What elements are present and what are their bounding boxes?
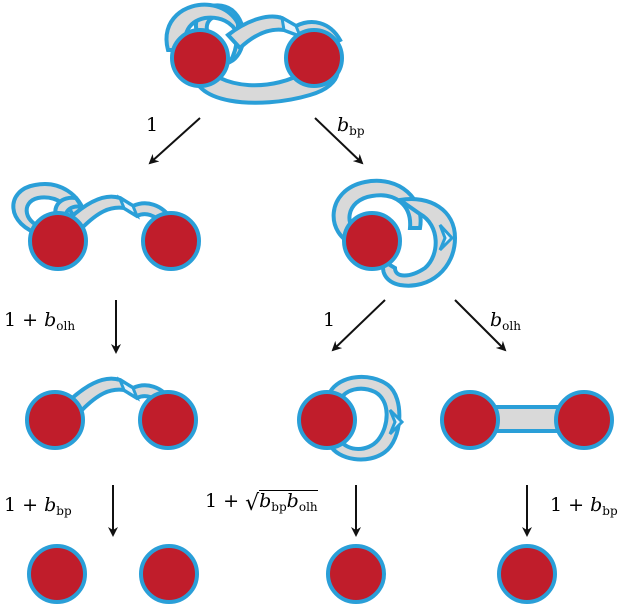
mid-left-structure	[11, 182, 201, 271]
mid-left-bead-right	[141, 211, 201, 271]
mid-right-structure	[331, 178, 458, 288]
top-bead-right	[284, 28, 344, 88]
label-mid-center-text: 1	[323, 309, 336, 331]
label-bottom-center-var2: b	[286, 490, 299, 512]
label-mid-left: 1 + bolh	[4, 309, 76, 333]
label-bottom-left-var: b	[44, 494, 57, 516]
mid-left-bead-left	[28, 211, 88, 271]
label-bottom-center: 1 + √bbpbolh	[205, 490, 318, 516]
label-bottom-right-prefix: 1 +	[550, 494, 591, 516]
label-bottom-center-var1: b	[259, 490, 272, 512]
sqrt-radicand: bbpbolh	[259, 490, 318, 513]
arrow-top-left	[148, 117, 201, 165]
label-mid-left-prefix: 1 +	[4, 309, 45, 331]
bottom-bead-3	[326, 544, 386, 604]
arrow-mid-right	[454, 299, 507, 352]
label-top-right-sub: bp	[349, 124, 365, 138]
label-bottom-center-sub2: olh	[298, 500, 318, 514]
lower-right-bead-left	[440, 390, 500, 450]
lower-right-structure	[440, 390, 614, 450]
top-bead-left	[170, 28, 230, 88]
label-mid-right-var: b	[490, 309, 503, 331]
label-top-left-text: 1	[146, 114, 159, 136]
label-top-right: bbp	[337, 114, 365, 138]
sqrt-symbol: √	[245, 491, 260, 516]
label-bottom-left: 1 + bbp	[4, 494, 72, 518]
lower-center-structure	[297, 374, 405, 462]
mid-right-back-loop	[381, 197, 458, 288]
lower-right-bead-right	[554, 390, 614, 450]
label-bottom-right-var: b	[590, 494, 603, 516]
bottom-bead-4	[497, 544, 557, 604]
label-mid-left-sub: olh	[56, 319, 76, 333]
bottom-bead-2	[139, 544, 199, 604]
label-bottom-left-sub: bp	[56, 504, 72, 518]
label-bottom-right-sub: bp	[602, 504, 618, 518]
label-bottom-center-prefix: 1 +	[205, 490, 246, 512]
label-mid-center: 1	[323, 311, 335, 330]
lower-left-bead-right	[138, 390, 198, 450]
arrow-top-right	[314, 117, 364, 165]
label-mid-left-var: b	[44, 309, 57, 331]
label-mid-right: bolh	[490, 309, 521, 333]
label-top-left: 1	[146, 116, 158, 135]
label-bottom-center-sub1: bp	[271, 500, 287, 514]
label-mid-right-sub: olh	[502, 319, 521, 333]
label-bottom-right: 1 + bbp	[550, 494, 618, 518]
mid-right-bead	[342, 211, 402, 271]
mid-right-outer-loop	[331, 178, 423, 248]
top-structure	[164, 2, 344, 105]
lower-center-bead	[297, 390, 357, 450]
arrow-mid-center	[331, 299, 386, 352]
lower-left-structure	[25, 376, 198, 450]
bottom-bead-1	[27, 544, 87, 604]
lower-right-strand	[493, 405, 562, 433]
lower-left-bead-left	[25, 390, 85, 450]
label-top-right-var: b	[337, 114, 350, 136]
label-bottom-left-prefix: 1 +	[4, 494, 45, 516]
